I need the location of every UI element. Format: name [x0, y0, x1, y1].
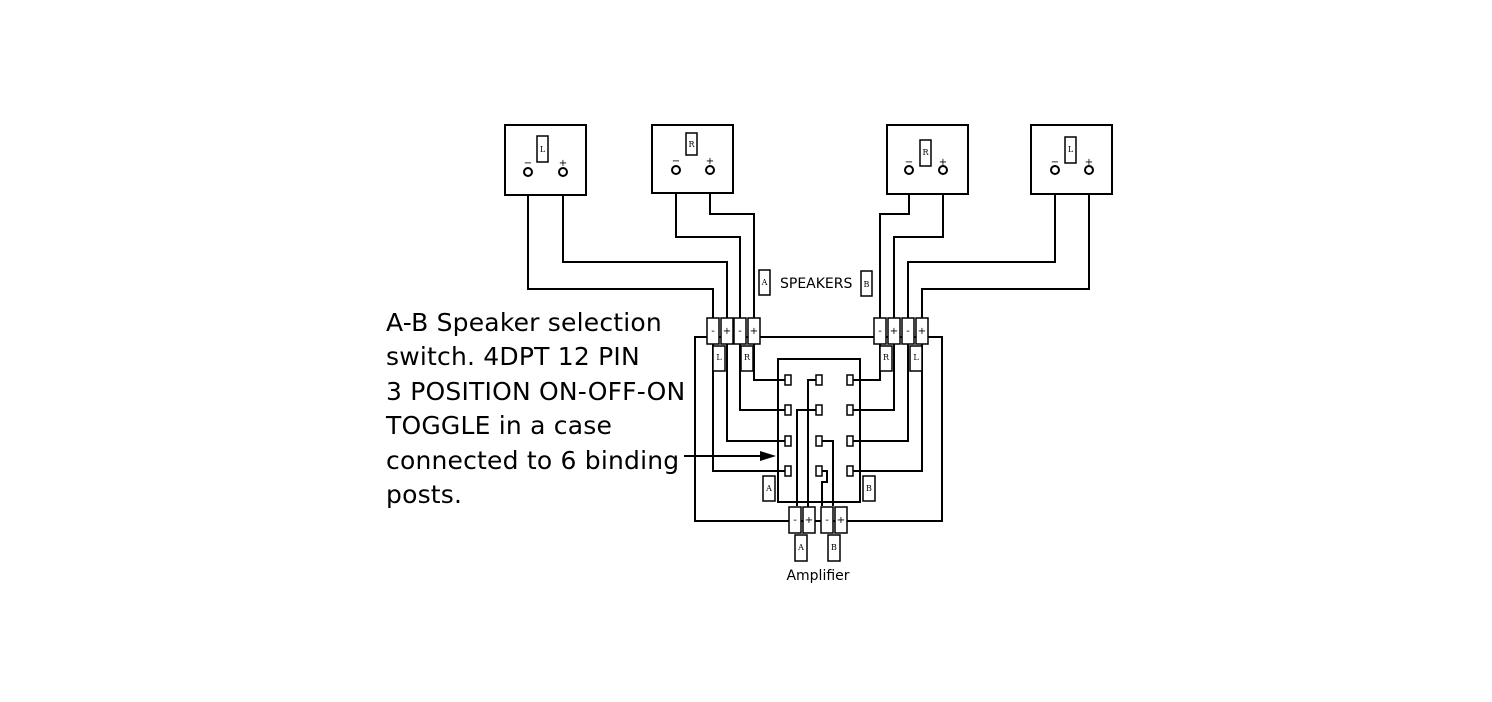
group-a-tag: A	[761, 278, 768, 287]
svg-text:+: +	[837, 515, 845, 526]
speaker-b-left: L − +	[1030, 124, 1113, 195]
positive-terminal	[558, 167, 568, 177]
speaker-a-left: L − +	[504, 124, 587, 196]
post-channel-label: R	[883, 353, 890, 362]
speakers-label: SPEAKERS	[780, 276, 853, 292]
description-line: switch. 4DPT 12 PIN	[386, 342, 640, 372]
switch-description: A-B Speaker selection switch. 4DPT 12 PI…	[386, 306, 696, 512]
channel-label: L	[540, 145, 546, 154]
binding-posts-a: - + - + L R	[706, 317, 761, 372]
speaker-b-right: R − +	[886, 124, 969, 195]
svg-text:-: -	[878, 326, 882, 337]
channel-label: L	[1068, 145, 1074, 154]
svg-text:-: -	[738, 326, 742, 337]
svg-text:-: -	[825, 515, 829, 526]
channel-label: R	[922, 148, 929, 157]
binding-posts-b: - + - + R L	[873, 317, 929, 372]
speaker-a-right: R − +	[651, 124, 734, 194]
channel-label: R	[688, 140, 695, 149]
amplifier-label: Amplifier	[786, 568, 849, 584]
svg-text:+: +	[918, 326, 926, 337]
minus-sign: −	[905, 157, 913, 168]
minus-sign: −	[524, 158, 532, 169]
description-line: posts.	[386, 480, 463, 510]
svg-text:+: +	[890, 326, 898, 337]
svg-text:-: -	[793, 515, 797, 526]
description-line: A-B Speaker selection	[386, 308, 662, 337]
plus-sign: +	[939, 157, 947, 168]
plus-sign: +	[706, 156, 714, 167]
amplifier-posts: - + - + A B Amplifier	[786, 506, 850, 584]
svg-text:+: +	[750, 326, 758, 337]
negative-terminal	[904, 165, 914, 175]
switch-case	[694, 336, 943, 522]
amp-a-tag: A	[797, 543, 804, 552]
svg-text:+: +	[723, 326, 731, 337]
positive-terminal	[938, 165, 948, 175]
svg-text:+: +	[805, 515, 813, 526]
group-b-tag: B	[864, 280, 870, 289]
post-channel-label: L	[716, 353, 722, 362]
svg-text:-: -	[906, 326, 910, 337]
toggle-switch: A B	[762, 358, 876, 503]
description-line: 3 POSITION ON-OFF-ON	[386, 376, 686, 406]
amp-b-tag: B	[831, 543, 837, 552]
description-line: TOGGLE in a case	[386, 411, 613, 441]
negative-terminal	[523, 167, 533, 177]
negative-terminal	[671, 165, 681, 175]
post-channel-label: R	[744, 353, 751, 362]
switch-pins	[784, 374, 854, 477]
plus-sign: +	[1085, 157, 1093, 168]
positive-terminal	[705, 165, 715, 175]
svg-text:-: -	[711, 326, 715, 337]
switch-b-tag: B	[866, 484, 872, 493]
minus-sign: −	[672, 156, 680, 167]
speakers-header: A SPEAKERS B	[758, 269, 873, 297]
positive-terminal	[1084, 165, 1094, 175]
switch-a-tag: A	[765, 484, 772, 493]
negative-terminal	[1050, 165, 1060, 175]
wires	[527, 170, 1090, 509]
plus-sign: +	[559, 158, 567, 169]
description-line: connected to 6 binding	[386, 445, 680, 475]
post-channel-label: L	[913, 353, 919, 362]
minus-sign: −	[1051, 157, 1059, 168]
